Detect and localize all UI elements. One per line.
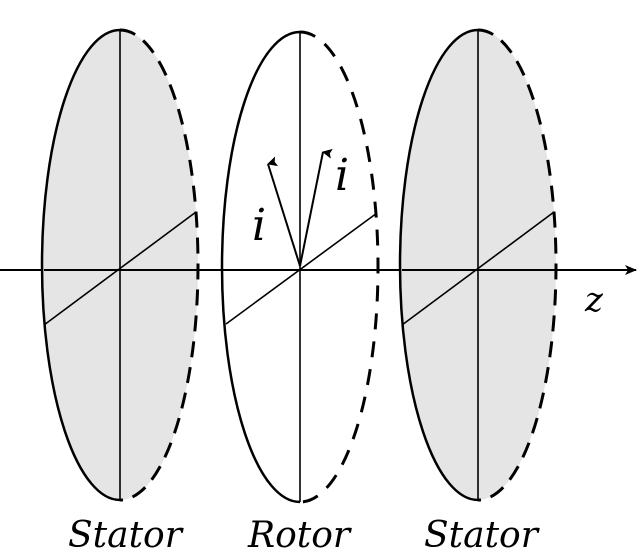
stator-left-diagonal-diameter [43,211,197,326]
current-arrow-right [299,148,333,267]
stator-left-rim-front [40,28,121,502]
rotor-rim-back [299,30,380,504]
current-label-left: i [252,200,267,251]
caption-rotor: Rotor [248,515,351,556]
stator-right-rim-back [477,28,558,502]
rotor-rim-front [220,30,301,504]
stator-right-rim-front [398,28,479,502]
stator-disk-left [40,28,200,502]
stator-right-diagonal-diameter [401,211,555,326]
current-label-right: i [335,150,350,201]
axis-label-z: z [585,280,603,320]
stator-disk-right [398,28,558,502]
rotor-diagonal-diameter [225,212,378,325]
rotor-disk [220,30,380,504]
current-arrow-left [267,156,301,267]
caption-stator-right: Stator [424,515,538,556]
caption-stator-left: Stator [68,515,182,556]
stator-left-rim-back [119,28,200,502]
